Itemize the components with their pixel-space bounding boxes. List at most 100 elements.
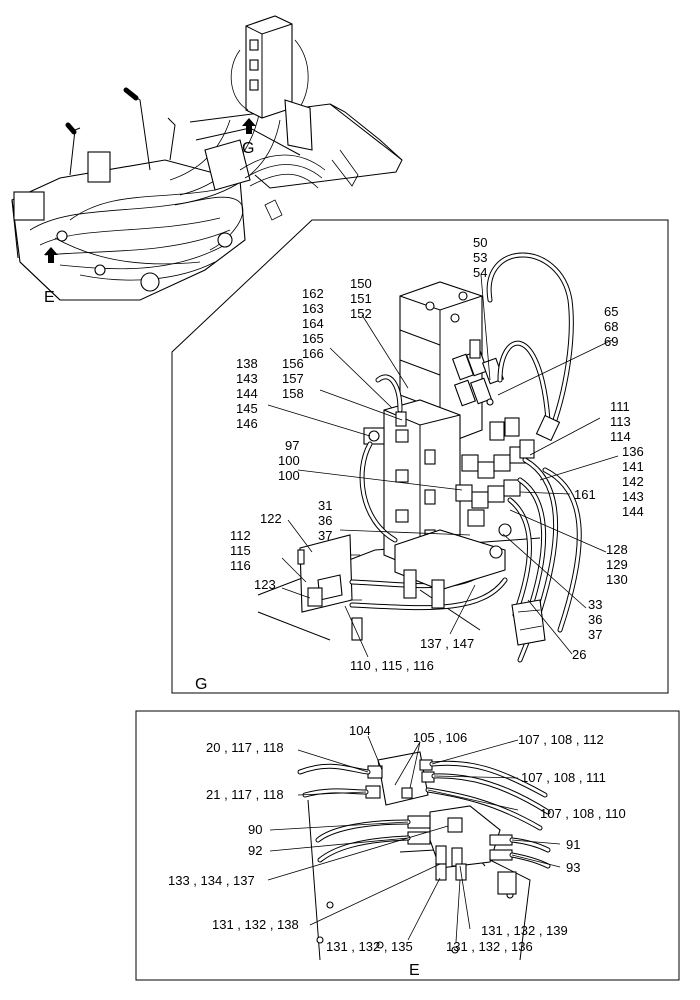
callout-161: 161 (574, 487, 596, 502)
svg-text:163: 163 (302, 301, 324, 316)
svg-text:144: 144 (236, 386, 258, 401)
svg-text:37: 37 (318, 528, 332, 543)
svg-text:65: 65 (604, 304, 618, 319)
svg-text:129: 129 (606, 557, 628, 572)
svg-text:161: 161 (574, 487, 596, 502)
callout-131-132-135: 131 , 132 , 135 (326, 939, 413, 954)
svg-text:156: 156 (282, 356, 304, 371)
svg-text:68: 68 (604, 319, 618, 334)
overview-illustration: G E (11, 15, 403, 306)
svg-text:145: 145 (236, 401, 258, 416)
callout-131-132-136: 131 , 132 , 136 (446, 939, 533, 954)
svg-text:115: 115 (230, 543, 251, 558)
view-arrow-g: G (242, 118, 256, 157)
detail-e-label: E (409, 962, 420, 979)
svg-text:150: 150 (350, 276, 372, 291)
svg-text:114: 114 (610, 429, 631, 444)
svg-text:164: 164 (302, 316, 324, 331)
callout-107-108-110: 107 , 108 , 110 (540, 806, 626, 821)
svg-text:116: 116 (230, 558, 251, 573)
svg-text:166: 166 (302, 346, 324, 361)
callout-21-117-118: 21 , 117 , 118 (206, 787, 284, 802)
svg-text:151: 151 (350, 291, 372, 306)
svg-text:54: 54 (473, 265, 487, 280)
fitting-cluster-mid (455, 417, 535, 559)
svg-text:31: 31 (318, 498, 332, 513)
svg-text:112: 112 (230, 528, 251, 543)
callout-107-108-112: 107 , 108 , 112 (518, 732, 604, 747)
svg-text:138: 138 (236, 356, 258, 371)
callout-110-115-116: 110 , 115 , 116 (350, 658, 434, 673)
callout-131-132-139: 131 , 132 , 139 (481, 923, 568, 938)
svg-text:36: 36 (318, 513, 332, 528)
svg-text:158: 158 (282, 386, 304, 401)
callout-133-134-137: 133 , 134 , 137 (168, 873, 255, 888)
callout-123: 123 (254, 577, 276, 592)
callout-91: 91 (566, 837, 580, 852)
leader-lines-e (267, 735, 561, 943)
callout-104: 104 (349, 723, 371, 738)
callout-90: 90 (248, 822, 262, 837)
callout-20-117-118: 20 , 117 , 118 (206, 740, 284, 755)
detail-g-label: G (195, 676, 207, 693)
svg-text:26: 26 (572, 647, 586, 662)
callouts-e: 104 105 , 106 107 , 108 , 112 20 , 117 ,… (168, 723, 626, 979)
svg-text:162: 162 (302, 286, 324, 301)
svg-text:152: 152 (350, 306, 372, 321)
svg-text:143: 143 (236, 371, 258, 386)
svg-text:137 , 147: 137 , 147 (420, 636, 474, 651)
svg-text:146: 146 (236, 416, 258, 431)
svg-text:110 , 115 , 116: 110 , 115 , 116 (350, 658, 434, 673)
view-marker-e: E (44, 289, 55, 306)
svg-text:100: 100 (278, 453, 300, 468)
leader-lines-g (267, 274, 619, 658)
svg-text:123: 123 (254, 577, 276, 592)
callout-137-147: 137 , 147 (420, 636, 474, 651)
callout-92: 92 (248, 843, 262, 858)
svg-text:50: 50 (473, 235, 487, 250)
svg-text:141: 141 (622, 459, 644, 474)
svg-text:144: 144 (622, 504, 644, 519)
callout-131-132-138: 131 , 132 , 138 (212, 917, 299, 932)
svg-text:37: 37 (588, 627, 602, 642)
svg-text:36: 36 (588, 612, 602, 627)
callout-107-108-111: 107 , 108 , 111 (521, 770, 606, 785)
svg-text:157: 157 (282, 371, 304, 386)
callout-122: 122 (260, 511, 282, 526)
manifold-upper (377, 751, 429, 806)
callout-105-106: 105 , 106 (413, 730, 467, 745)
detail-e-panel: 104 105 , 106 107 , 108 , 112 20 , 117 ,… (135, 710, 680, 981)
svg-text:100: 100 (278, 468, 300, 483)
detail-e-frame (135, 710, 680, 981)
svg-text:111: 111 (610, 399, 630, 414)
svg-text:130: 130 (606, 572, 628, 587)
svg-text:53: 53 (473, 250, 487, 265)
detail-g-frame (171, 219, 669, 694)
svg-text:33: 33 (588, 597, 602, 612)
svg-text:136: 136 (622, 444, 644, 459)
svg-text:128: 128 (606, 542, 628, 557)
callout-26: 26 (572, 647, 586, 662)
svg-text:142: 142 (622, 474, 644, 489)
svg-text:97: 97 (285, 438, 299, 453)
callout-93: 93 (566, 860, 580, 875)
svg-text:122: 122 (260, 511, 282, 526)
svg-text:165: 165 (302, 331, 324, 346)
svg-text:143: 143 (622, 489, 644, 504)
